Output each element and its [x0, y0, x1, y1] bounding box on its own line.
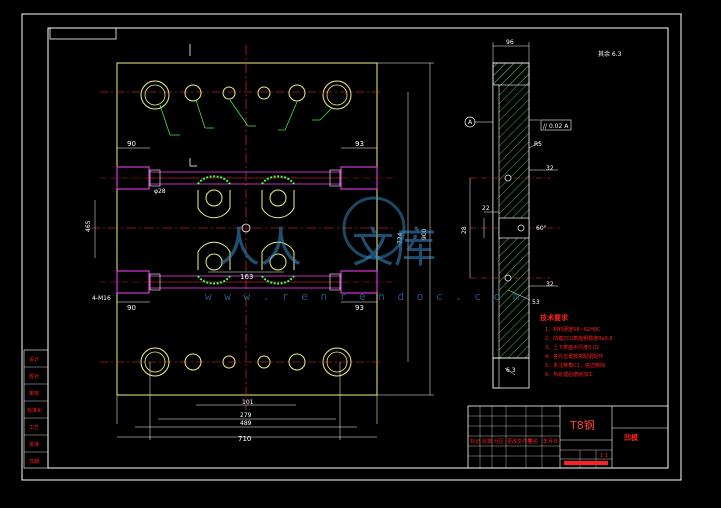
- dim-plan-width: 710: [238, 435, 251, 443]
- side-item: 日期: [29, 459, 39, 465]
- dim-section-angle: 60°: [536, 225, 547, 232]
- dim-section-28: 28: [461, 226, 468, 234]
- flatness-frame: [540, 119, 572, 131]
- tech-req-item: 6、热处理后磨削加工: [545, 371, 593, 378]
- side-item: 设计: [29, 356, 39, 363]
- dim-inner-height: 724: [397, 232, 404, 244]
- part-name-label: 凹模: [624, 433, 639, 442]
- revision-cell: 签名: [528, 438, 538, 445]
- dim-bottom-101: 101: [242, 399, 254, 406]
- dim-bottom-489: 489: [240, 420, 252, 427]
- note-hole-bottom: 4-M16: [92, 295, 111, 302]
- side-item: 工艺: [29, 425, 39, 431]
- flatness-text: // 0.02 A: [543, 123, 569, 130]
- hole-medium-top: [184, 84, 202, 102]
- hole-large-top-left: [140, 80, 170, 110]
- side-signature-block: 设计 校对 审核 标准化 工艺 批准 日期: [23, 349, 49, 469]
- watermark-text-left: 人人: [218, 223, 302, 272]
- hole-small-top: [257, 86, 271, 100]
- dim-section-32b: 32: [546, 281, 554, 288]
- sheet-outer-border: [21, 13, 682, 481]
- punch-cavity-upper: [197, 189, 295, 219]
- revision-cell: 分区: [494, 438, 504, 445]
- hole-medium-top: [288, 84, 306, 102]
- revision-cell: 更改文件号: [507, 438, 532, 445]
- dim-plan-height: 900: [421, 228, 428, 240]
- section-view: 96 32 32 22 28 53 60° R5 6.3: [461, 39, 572, 389]
- sheet-inner-border: [47, 27, 669, 469]
- dim-section-width: 96: [506, 39, 514, 46]
- title-block: 标记 处数 分区 更改文件号 签名 年月日 T8钢 凹模 1:1: [467, 405, 669, 469]
- hole-small-top: [222, 86, 236, 100]
- watermark: 人人 文库 w w w . r e n r e n d o c . c o m: [205, 196, 523, 303]
- dim-left-offset: 90: [127, 140, 136, 148]
- dim-right-offset: 93: [355, 140, 364, 148]
- dim-chamfer: R5: [534, 141, 542, 148]
- dim-section-32a: 32: [546, 165, 554, 172]
- scale-label: 1:1: [600, 453, 608, 459]
- punch-cavity-lower: [197, 241, 295, 271]
- dim-center-height: 465: [85, 220, 92, 232]
- dim-section-22: 22: [482, 205, 490, 212]
- hole-large-top-right: [322, 80, 352, 110]
- tech-req-item: 1、材料硬度58~62HRC: [545, 326, 601, 333]
- guide-bar-lower: [100, 270, 395, 294]
- revision-cell: 标记: [470, 438, 480, 445]
- side-item: 校对: [29, 373, 39, 380]
- tech-req-item: 5、未注倒角C1，锐边倒钝: [545, 362, 605, 369]
- dim-section-53: 53: [532, 299, 540, 306]
- tech-req-item: 3、上下表面平行度0.02: [545, 344, 599, 351]
- side-item: 批准: [29, 441, 39, 448]
- tech-req-item: 2、凹模刃口表面粗糙度Ra0.8: [545, 335, 613, 342]
- datum-label: A: [468, 119, 473, 126]
- plan-view: 90 93 90 93 465 163 101 279 489 710 724 …: [85, 44, 434, 443]
- dim-mid-span: 163: [240, 273, 253, 281]
- revision-cell: 处数: [482, 438, 492, 445]
- note-hole-top: φ28: [154, 188, 166, 195]
- revision-cell: 年月日: [543, 438, 558, 445]
- dim-left-offset-bottom: 90: [127, 304, 136, 312]
- hole-large-bottom-right: [322, 347, 352, 377]
- plate-outline: [116, 62, 378, 396]
- guide-bar-upper: [100, 166, 395, 190]
- dim-bottom-279: 279: [240, 412, 252, 419]
- center-pin: [241, 223, 251, 233]
- tech-req-item: 4、各孔位置按装配图配作: [545, 353, 603, 360]
- tech-requirements: 技术要求 1、材料硬度58~62HRC 2、凹模刃口表面粗糙度Ra0.8 3、上…: [540, 313, 613, 378]
- top-left-code-box: [49, 27, 117, 40]
- watermark-text-right: 文库: [352, 223, 436, 272]
- tech-requirements-heading: 技术要求: [540, 313, 569, 322]
- side-item: 审核: [29, 390, 39, 397]
- hole-large-bottom-left: [140, 347, 170, 377]
- surface-roughness-note: 其余 6.3: [598, 50, 622, 58]
- material-label: T8钢: [569, 419, 595, 432]
- watermark-logo-circle: [342, 196, 406, 260]
- dim-right-offset-bottom: 93: [355, 304, 364, 312]
- watermark-url: w w w . r e n r e n d o c . c o m: [205, 290, 523, 303]
- side-item: 标准化: [27, 407, 42, 414]
- dim-section-rough: 6.3: [506, 367, 516, 374]
